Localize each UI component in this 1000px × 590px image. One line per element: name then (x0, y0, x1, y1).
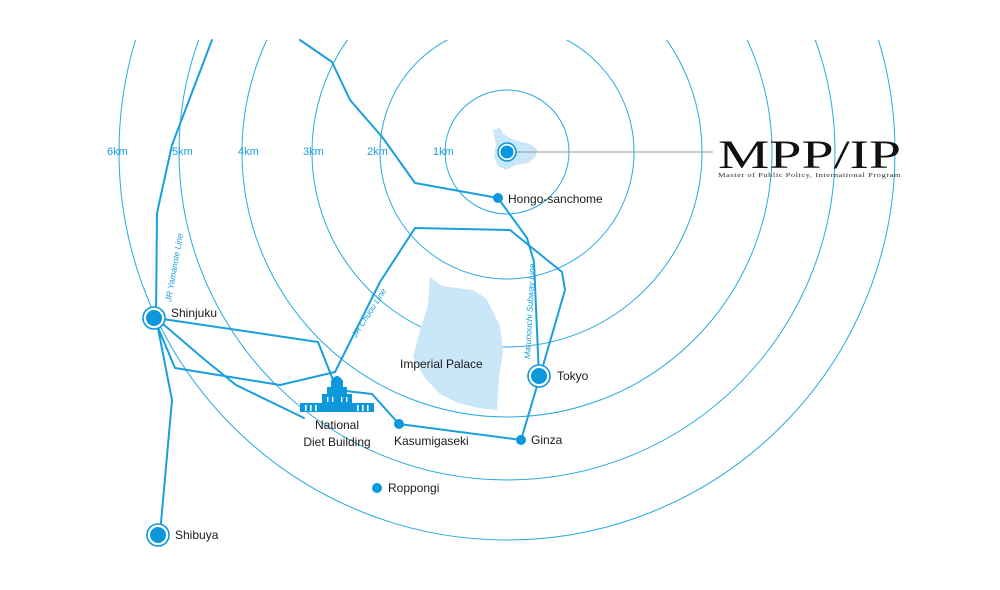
label-6km: 6km (107, 146, 128, 158)
station-hongo-marker (493, 193, 503, 203)
label-hongo-sanchome: Hongo-sanchome (508, 192, 603, 206)
station-kasumigaseki-marker (394, 419, 404, 429)
logo-title: MPP/IP (718, 132, 901, 177)
label-5km: 5km (172, 146, 193, 158)
label-ginza: Ginza (531, 433, 563, 447)
campus-marker (500, 145, 514, 159)
station-tokyo-marker (531, 368, 547, 384)
label-roppongi: Roppongi (388, 481, 439, 495)
label-tokyo: Tokyo (557, 369, 589, 383)
label-4km: 4km (238, 146, 259, 158)
ring-3km (311, 40, 703, 348)
line-marunouchi (299, 39, 540, 377)
label-yamanote-line: JR Yamanote Line (163, 232, 185, 303)
ring-5km (178, 40, 836, 481)
line-chuo (153, 227, 566, 441)
line-subway-diet (155, 317, 522, 441)
station-shinjuku-marker (146, 310, 162, 326)
label-diet-line1: National (315, 418, 359, 432)
ring-4km (241, 40, 773, 418)
label-kasumigaseki: Kasumigaseki (394, 434, 469, 448)
label-shibuya: Shibuya (175, 528, 219, 542)
line-yamanote (155, 39, 213, 535)
station-ginza-marker (516, 435, 526, 445)
label-chuo-line: JR Chuou Line (349, 286, 389, 340)
diet-building-icon (300, 376, 374, 412)
label-1km: 1km (433, 146, 454, 158)
station-shibuya-marker (150, 527, 166, 543)
line-subway-south (155, 317, 305, 419)
ring-6km (118, 40, 896, 541)
imperial-palace-area (413, 277, 503, 410)
label-2km: 2km (367, 146, 388, 158)
label-shinjuku: Shinjuku (171, 306, 217, 320)
distance-rings (118, 40, 896, 541)
label-3km: 3km (303, 146, 324, 158)
label-imperial-palace: Imperial Palace (400, 357, 483, 371)
rail-lines (153, 39, 566, 535)
logo-subtitle: Master of Public Policy, International P… (718, 172, 901, 179)
label-diet-line2: Diet Building (303, 435, 370, 449)
station-roppongi-marker (372, 483, 382, 493)
